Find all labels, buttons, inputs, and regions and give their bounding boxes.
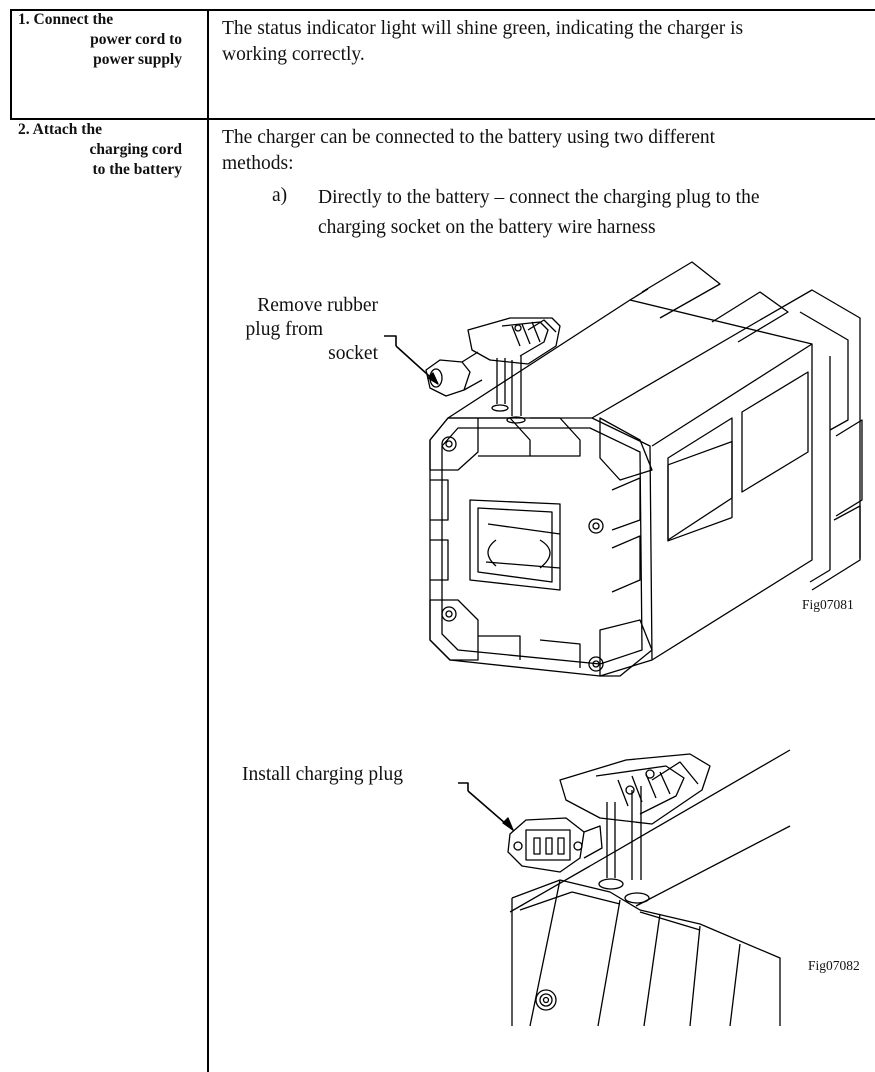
step-1-description-line1: The status indicator light will shine gr… [222,18,744,39]
step-2-title-line1: 2. Attach the [18,121,102,138]
step-2-title-line3: to the battery [92,161,182,178]
row-divider [10,118,875,120]
figure-1-callout: Remove rubber plug from socket [228,294,378,366]
column-divider [207,9,209,1072]
figure-2-callout: Install charging plug [242,764,404,785]
step-2-title-line2: charging cord [89,141,182,158]
figure-2-battery-drawing [458,749,791,1027]
figure-1-id: Fig07081 [802,597,854,612]
step-2-title: 2. Attach the charging cord to the batte… [14,120,200,180]
step-1-title-line1: 1. Connect the [18,11,114,28]
figure-2-id: Fig07082 [808,958,860,973]
method-a-text-line1: Directly to the battery – connect the ch… [318,187,760,208]
figure-1-callout-line3: socket [328,343,378,364]
step-1-description-line2: working correctly. [222,44,365,65]
figure-1-callout-line2: plug from [245,319,323,340]
method-a-marker: a) [272,185,288,206]
method-a-text-line2: charging socket on the battery wire harn… [318,217,656,238]
table-top-rule [10,9,875,11]
figure-1-battery-drawing [384,261,863,677]
step-2-description-line2: methods: [222,153,294,174]
step-1-description: The status indicator light will shine gr… [222,16,743,68]
step-1-title-line3: power supply [93,51,182,68]
step-2-description: The charger can be connected to the batt… [222,125,715,177]
step-2-description-line1: The charger can be connected to the batt… [222,127,716,148]
table-left-rule [10,9,12,120]
method-a-text: Directly to the battery – connect the ch… [318,183,760,243]
figure-1-callout-line1: Remove rubber [257,295,378,316]
step-1-title: 1. Connect the power cord to power suppl… [14,10,200,70]
step-1-title-line2: power cord to [90,31,182,48]
